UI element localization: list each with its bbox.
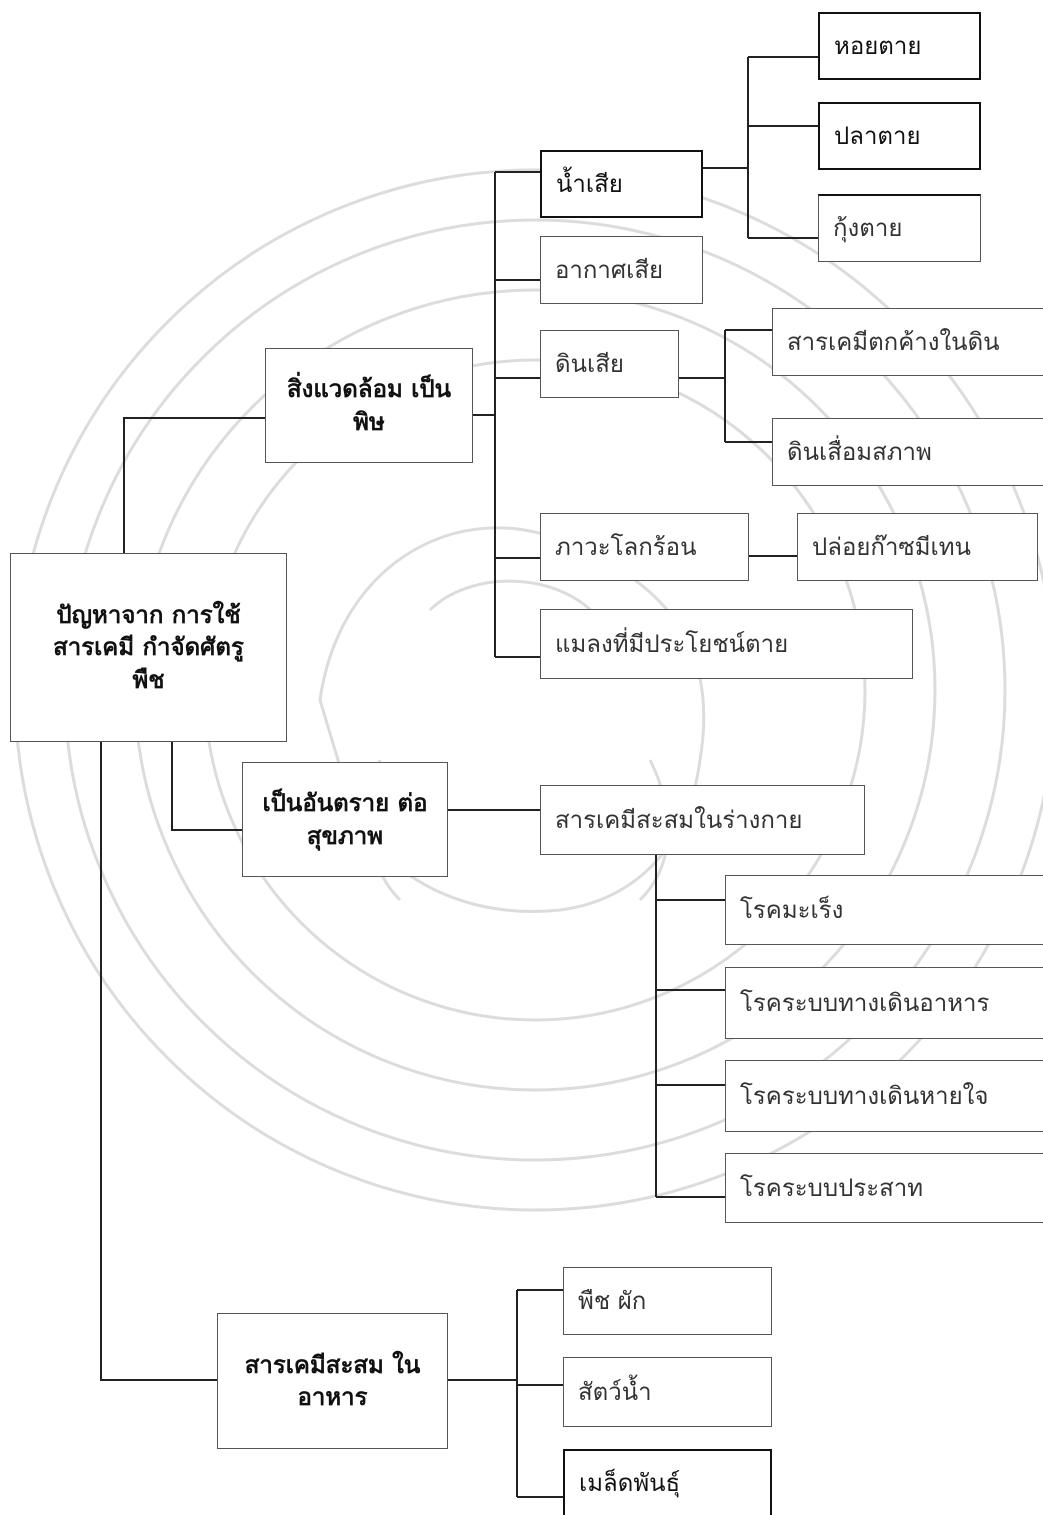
snail-death-label: หอยตาย	[834, 31, 922, 60]
edge-root-environment	[123, 417, 265, 553]
disease-digestive-label: โรคระบบทางเดินอาหาร	[740, 988, 990, 1017]
food-label: สารเคมีสะสม ในอาหาร	[244, 1350, 421, 1411]
air-label: อากาศเสีย	[555, 255, 664, 284]
health-node: เป็นอันตราย ต่อสุขภาพ	[242, 762, 448, 877]
soil-node: ดินเสีย	[540, 330, 679, 398]
food-seeds-label: เมล็ดพันธุ์	[579, 1468, 681, 1497]
insects-label: แมลงที่มีประโยชน์ตาย	[555, 629, 789, 658]
disease-nervous-label: โรคระบบประสาท	[740, 1173, 924, 1202]
accumulation-label: สารเคมีสะสมในร่างกาย	[555, 805, 803, 834]
snail-death-node: หอยตาย	[818, 12, 981, 80]
disease-respiratory-node: โรคระบบทางเดินหายใจ	[725, 1060, 1043, 1132]
root-node: ปัญหาจาก การใช้สารเคมี กำจัดศัตรูพืช	[10, 553, 287, 742]
environment-label: สิ่งแวดล้อม เป็นพิษ	[286, 375, 452, 436]
warming-label: ภาวะโลกร้อน	[555, 532, 697, 561]
insects-node: แมลงที่มีประโยชน์ตาย	[540, 609, 913, 679]
methane-label: ปล่อยก๊าซมีเทน	[812, 532, 971, 561]
edge-root-health	[171, 742, 242, 831]
food-seeds-node: เมล็ดพันธุ์	[563, 1449, 772, 1515]
shrimp-death-node: กุ้งตาย	[818, 194, 981, 262]
health-label: เป็นอันตราย ต่อสุขภาพ	[262, 789, 428, 850]
food-plants-label: พืช ผัก	[578, 1286, 647, 1315]
root-label: ปัญหาจาก การใช้สารเคมี กำจัดศัตรูพืช	[53, 600, 244, 694]
fish-death-node: ปลาตาย	[818, 102, 981, 170]
food-plants-node: พืช ผัก	[563, 1267, 772, 1335]
soil-label: ดินเสีย	[555, 349, 624, 378]
warming-node: ภาวะโลกร้อน	[540, 513, 749, 581]
air-node: อากาศเสีย	[540, 236, 703, 304]
soil-residue-label: สารเคมีตกค้างในดิน	[787, 327, 1000, 356]
soil-degrade-label: ดินเสื่อมสภาพ	[787, 437, 932, 466]
environment-node: สิ่งแวดล้อม เป็นพิษ	[265, 348, 473, 463]
food-node: สารเคมีสะสม ในอาหาร	[217, 1313, 448, 1449]
disease-nervous-node: โรคระบบประสาท	[725, 1153, 1043, 1223]
edge-root-food	[100, 742, 217, 1381]
food-aquatic-label: สัตว์น้ำ	[578, 1377, 652, 1406]
disease-respiratory-label: โรคระบบทางเดินหายใจ	[740, 1081, 989, 1110]
disease-cancer-node: โรคมะเร็ง	[725, 875, 1043, 945]
fish-death-label: ปลาตาย	[834, 121, 921, 150]
soil-degrade-node: ดินเสื่อมสภาพ	[772, 418, 1043, 486]
shrimp-death-label: กุ้งตาย	[833, 214, 903, 243]
food-aquatic-node: สัตว์น้ำ	[563, 1357, 772, 1427]
water-label: น้ำเสีย	[556, 169, 623, 198]
water-node: น้ำเสีย	[540, 150, 703, 218]
methane-node: ปล่อยก๊าซมีเทน	[797, 513, 1038, 581]
disease-digestive-node: โรคระบบทางเดินอาหาร	[725, 967, 1043, 1039]
disease-cancer-label: โรคมะเร็ง	[740, 895, 844, 924]
accumulation-node: สารเคมีสะสมในร่างกาย	[540, 785, 865, 855]
soil-residue-node: สารเคมีตกค้างในดิน	[772, 308, 1043, 376]
